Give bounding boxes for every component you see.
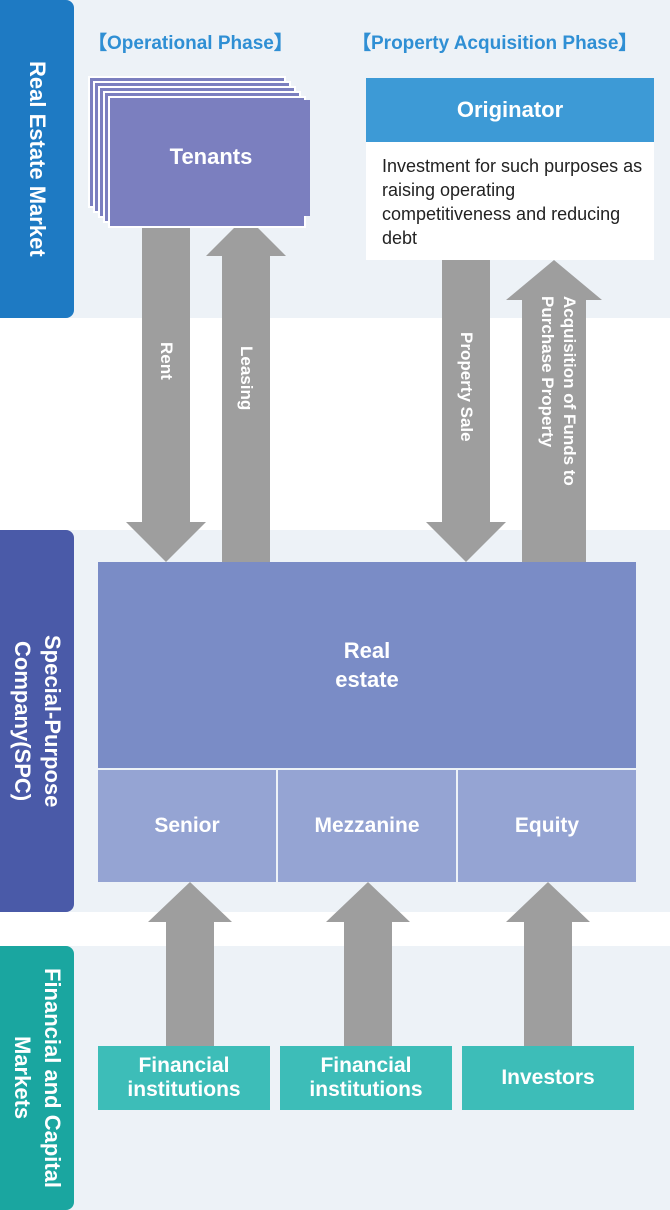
real-estate-box: Real estate (98, 562, 636, 768)
property-sale-label: Property Sale (457, 332, 476, 442)
property-sale-arrow (426, 260, 506, 562)
originator-box: Originator (366, 78, 654, 142)
equity-funding-arrow (506, 882, 590, 1046)
financial-institutions-box-2: Financial institutions (280, 1046, 452, 1110)
acquisition-funds-label: Acquisition of Funds to Purchase Propert… (538, 296, 579, 486)
investors-box: Investors (462, 1046, 634, 1110)
rent-label: Rent (157, 342, 176, 380)
spc-label: Special-Purpose Company(SPC) (0, 530, 74, 912)
tenants-box: Tenants (112, 100, 310, 216)
real-estate-market-label: Real Estate Market (0, 0, 74, 318)
acquisition-funds-arrow (506, 260, 602, 562)
senior-funding-arrow (148, 882, 232, 1046)
rent-arrow (126, 216, 206, 562)
equity-tranche: Equity (458, 770, 636, 882)
mezzanine-funding-arrow (326, 882, 410, 1046)
acquisition-phase-heading: 【Property Acquisition Phase】 (352, 33, 638, 54)
originator-description: Investment for such purposes as raising … (366, 142, 654, 260)
leasing-arrow (206, 216, 286, 562)
financial-markets-label: Financial and Capital Markets (0, 946, 74, 1210)
leasing-label: Leasing (237, 346, 256, 411)
mezzanine-tranche: Mezzanine (278, 770, 456, 882)
operational-phase-heading: 【Operational Phase】 (88, 33, 293, 54)
senior-tranche: Senior (98, 770, 276, 882)
financial-institutions-box-1: Financial institutions (98, 1046, 270, 1110)
